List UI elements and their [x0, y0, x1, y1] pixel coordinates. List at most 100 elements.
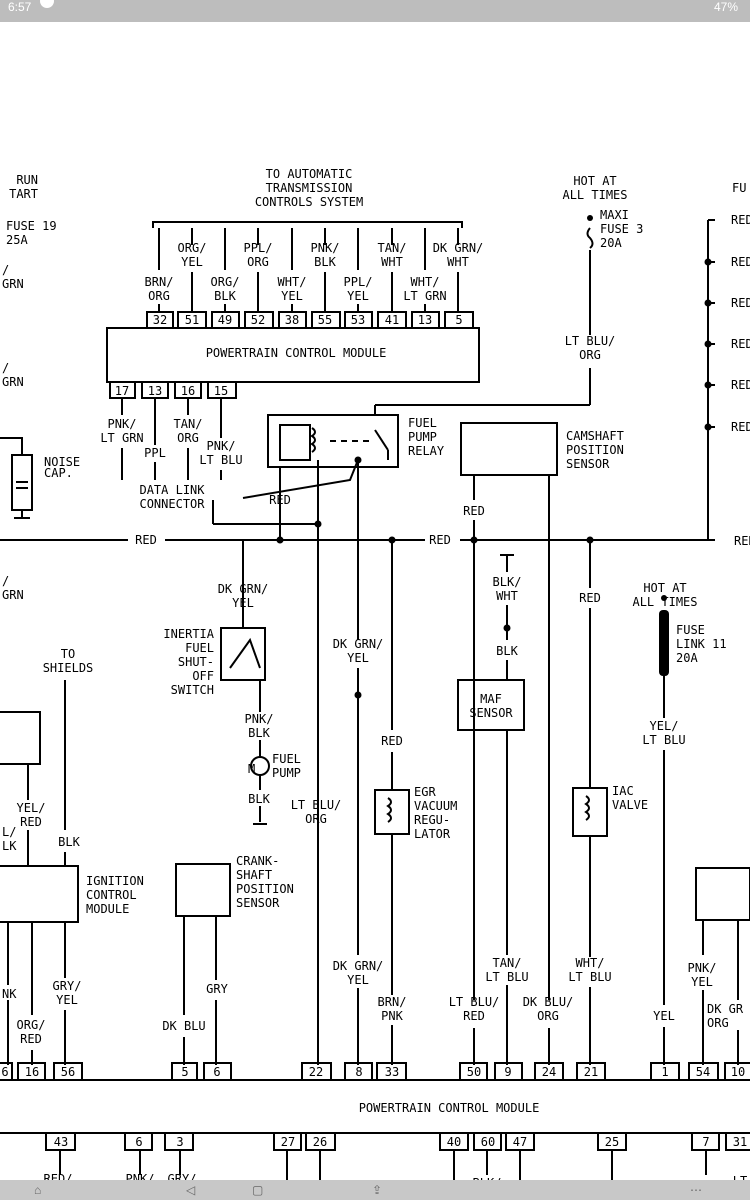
wire-pnk-yel: YEL	[691, 975, 713, 989]
pcm-top-pin: 41	[385, 313, 399, 327]
pcm-wire-label-upper: WHT	[381, 255, 403, 269]
wire-tan-lt-blu: TAN/	[493, 956, 522, 970]
pcm-wire-label-lower: ORG/	[211, 275, 240, 289]
pcm-wire-label-upper: ORG	[247, 255, 269, 269]
to-transmission-label: TO AUTOMATIC	[266, 167, 353, 181]
wire-dk-grn-yel: DK GRN/	[333, 959, 384, 973]
pcm-top-pin: 49	[218, 313, 232, 327]
pcm-wire-label-lower: BRN/	[145, 275, 174, 289]
pcm-bottom-pin-top: 6	[213, 1065, 220, 1079]
pcm-bottom-pin-low: 3	[176, 1135, 183, 1149]
wire-brn-pnk: BRN/	[378, 995, 407, 1009]
pcm-wire-label-lower: PPL/	[344, 275, 373, 289]
wire-label-15: LT BLU	[199, 453, 242, 467]
wire-blk: BLK	[58, 835, 80, 849]
wire-brn-pnk: PNK	[381, 1009, 403, 1023]
hot-at-all-times: HOT AT	[573, 174, 616, 188]
wire-dk-gr-org: ORG	[707, 1016, 729, 1030]
to-transmission-label: CONTROLS SYSTEM	[255, 195, 363, 209]
left-wire-2: /	[2, 361, 9, 375]
pcm-bottom-pin-low: 7	[702, 1135, 709, 1149]
camshaft-sensor-label: POSITION	[566, 443, 624, 457]
left-wire-3: /	[2, 574, 9, 588]
fuel-pump-relay-label: FUEL	[408, 416, 437, 430]
fu-label: FU	[732, 181, 746, 195]
wire-lt-blu-red: RED	[463, 1009, 485, 1023]
wire-dk-grn-yel: DK GRN/	[218, 582, 269, 596]
pcm-wire-label-upper: WHT	[447, 255, 469, 269]
inertia-switch-label: OFF	[192, 669, 214, 683]
wire-lt-blu-org: LT BLU/	[291, 798, 342, 812]
crank-sensor-label: CRANK-	[236, 854, 279, 868]
iac-valve-label: IAC	[612, 784, 634, 798]
pcm-bottom-pin-low: 43	[54, 1135, 68, 1149]
fuel-pump-relay-label: RELAY	[408, 444, 445, 458]
recent-icon[interactable]: ▢	[252, 1183, 264, 1197]
inertia-switch-label: FUEL	[185, 641, 214, 655]
pcm-top-pin: 51	[185, 313, 199, 327]
pcm-bottom-pin: 15	[214, 384, 228, 398]
pcm-bottom-pin-low: 31	[733, 1135, 747, 1149]
pcm-bottom-pin-top: 5	[181, 1065, 188, 1079]
pcm-wire-label-upper: PNK/	[311, 241, 340, 255]
fuel-pump-label: FUEL	[272, 752, 301, 766]
maf-sensor-label: SENSOR	[469, 706, 513, 720]
hot-at-all-times-2: HOT AT	[643, 581, 686, 595]
crank-sensor-label: POSITION	[236, 882, 294, 896]
wire-wht-lt-blu: WHT/	[576, 956, 605, 970]
hot-at-all-times-2: ALL TIMES	[632, 595, 697, 609]
wire-red: RED	[731, 255, 750, 269]
pcm-top-pin: 55	[318, 313, 332, 327]
back-icon[interactable]: ◁	[186, 1183, 196, 1197]
ignition-module-label: CONTROL	[86, 888, 137, 902]
share-icon[interactable]: ⇪	[372, 1183, 383, 1197]
wire-red: RED	[734, 534, 750, 548]
pcm-wire-label-lower: BLK	[214, 289, 236, 303]
wire-gry-yel: GRY/	[53, 979, 82, 993]
wire-dk-blu: DK BLU	[162, 1019, 205, 1033]
wire-dk-grn-yel: YEL	[347, 651, 369, 665]
left-wire-3: GRN	[2, 588, 24, 602]
home-icon[interactable]: ⌂	[34, 1183, 42, 1197]
run-start-label: RUN	[16, 173, 38, 187]
inertia-switch-label: SWITCH	[171, 683, 214, 697]
pcm-wire-label-upper: BLK	[314, 255, 336, 269]
status-bar: 6:57 47%	[0, 0, 750, 22]
fuse19-label: FUSE 19	[6, 219, 57, 233]
wire-lt-blu-org: ORG	[579, 348, 601, 362]
wire-pnk-blk: BLK	[248, 726, 270, 740]
pcm-top-pin: 53	[351, 313, 365, 327]
wire-label-16: TAN/	[174, 417, 203, 431]
pcm-top-label: POWERTRAIN CONTROL MODULE	[206, 346, 387, 360]
wire-org-red: RED	[20, 1032, 42, 1046]
wire-gry-yel: YEL	[56, 993, 78, 1007]
wire-dk-grn-yel: YEL	[232, 596, 254, 610]
wire-red: RED	[731, 420, 750, 434]
fuel-pump-label: PUMP	[272, 766, 301, 780]
more-icon[interactable]: ⋯	[690, 1183, 702, 1197]
pcm-wire-label-upper: TAN/	[378, 241, 407, 255]
noise-cap-label: CAP.	[44, 466, 73, 480]
nav-bar: ⌂ ◁ ▢ ⇪ ⋯	[0, 1180, 750, 1200]
wire-pnk-blk: PNK/	[245, 712, 274, 726]
wire-dk-blu-org: DK BLU/	[523, 995, 574, 1009]
wire-lt-blu-org: LT BLU/	[565, 334, 616, 348]
wire-pnk-yel: PNK/	[688, 961, 717, 975]
pcm-top-pin: 13	[418, 313, 432, 327]
wire-dk-grn-yel: YEL	[347, 973, 369, 987]
left-wire-5: NK	[2, 987, 17, 1001]
crank-sensor-label: SENSOR	[236, 896, 280, 910]
wire-label-16: ORG	[177, 431, 199, 445]
pcm-bottom-pin-top: 9	[504, 1065, 511, 1079]
to-shields-label: SHIELDS	[43, 661, 94, 675]
wire-red: RED	[731, 296, 750, 310]
pcm-bottom-wire: GRY/	[168, 1172, 197, 1180]
wire-red: RED	[269, 493, 291, 507]
pcm-wire-label-lower: YEL	[281, 289, 303, 303]
pcm-bottom-pin-top: 10	[731, 1065, 745, 1079]
pcm-top-pin: 38	[285, 313, 299, 327]
wire-label-17: LT GRN	[100, 431, 143, 445]
pcm-bottom-pin-low: 47	[513, 1135, 527, 1149]
fuel-pump-motor-symbol: M	[248, 762, 255, 776]
wire-red: RED	[429, 533, 451, 547]
